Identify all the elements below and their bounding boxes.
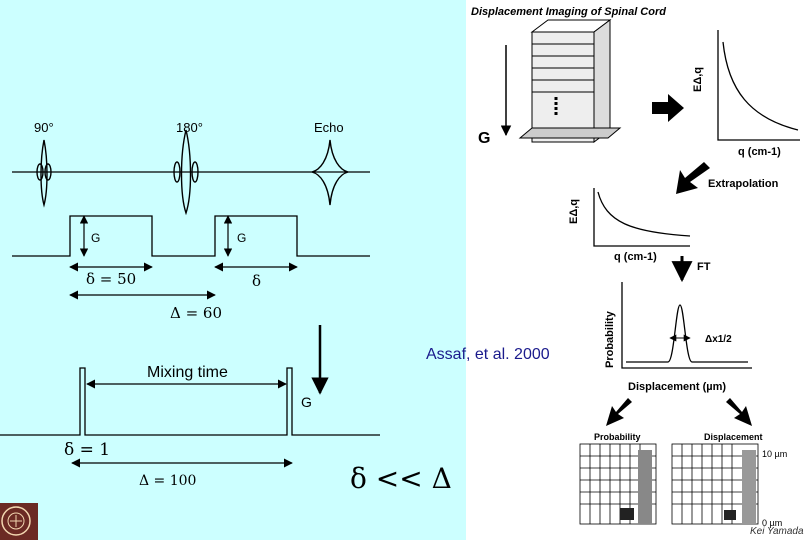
arrow-to-probability-map — [606, 398, 632, 426]
echo-label: Echo — [314, 120, 344, 135]
credit-text: Kei Yamada — [750, 526, 804, 537]
panel-title: Displacement Imaging of Spinal Cord — [471, 6, 666, 18]
displacement-map-title: Displacement — [704, 432, 763, 442]
pulse-90-shape — [36, 139, 52, 208]
e-axis-label-1: EΔ,q — [692, 66, 704, 92]
e-axis-label-2: EΔ,q — [568, 198, 580, 224]
q-axis-label-1: q (cm-1) — [738, 146, 781, 158]
probability-map-grid — [579, 443, 657, 525]
arrow-to-decay-curve — [652, 94, 684, 122]
decay-curve-2 — [597, 191, 691, 237]
delta-small-label-2: δ — [252, 272, 262, 290]
q-axis-label-2: q (cm-1) — [614, 251, 657, 263]
mixing-time-label: Mixing time — [147, 364, 228, 381]
displacement-axis-label: Displacement (µm) — [628, 381, 727, 393]
probability-map-title: Probability — [594, 432, 641, 442]
probability-axis-label: Probability — [604, 311, 616, 368]
delta-big-label-3: Δ = 100 — [139, 473, 197, 489]
delta-small-label-3: δ = 1 — [64, 440, 111, 460]
pulse-180-shape — [173, 129, 199, 216]
delta-relation: δ << Δ — [350, 462, 452, 495]
decay-curve-1 — [722, 41, 799, 131]
scale-top-label: 10 µm — [762, 449, 788, 459]
gradient-axis-label: G — [478, 130, 491, 147]
gradient-label-3: G — [301, 394, 312, 410]
pulse-90-label: 90° — [34, 120, 54, 135]
spinal-cord-image-stack — [518, 19, 622, 143]
echo-shape — [311, 139, 349, 206]
probability-peak — [626, 304, 748, 363]
delta-small-label: δ = 50 — [86, 270, 137, 288]
arrow-to-displacement-map — [726, 398, 752, 426]
gradient-waveform — [12, 215, 370, 257]
extrapolation-label: Extrapolation — [708, 178, 779, 190]
university-seal-logo — [0, 503, 38, 540]
ft-label: FT — [697, 261, 711, 273]
gradient-waveform-2 — [0, 367, 380, 436]
gradient-label-2: G — [237, 231, 247, 245]
scale-bottom-label: 0 µm — [762, 518, 783, 528]
pulse-180-label: 180° — [176, 120, 203, 135]
citation-text: Assaf, et al. 2000 — [426, 346, 550, 363]
delta-big-label: Δ = 60 — [170, 304, 223, 322]
dx-half-label: Δx1/2 — [705, 334, 732, 345]
gradient-label-1: G — [91, 231, 101, 245]
